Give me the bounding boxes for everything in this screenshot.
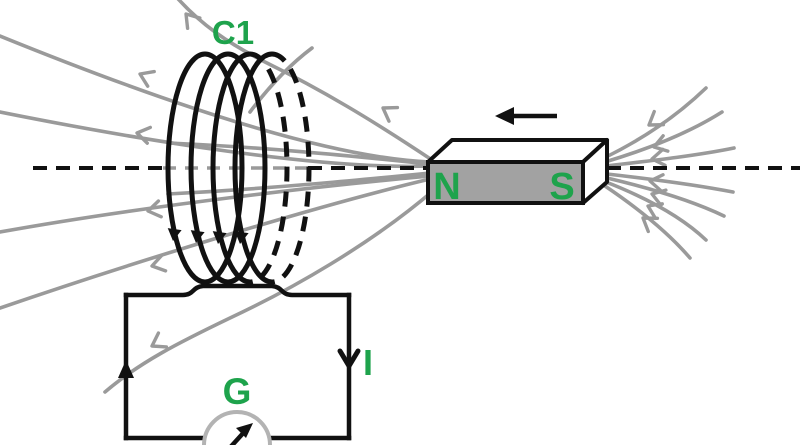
field-arrow-icon xyxy=(135,125,153,145)
field-line xyxy=(248,46,314,114)
field-arrow-icon xyxy=(648,173,665,193)
field-arrow-icon xyxy=(646,202,664,221)
field-arrow-icon xyxy=(650,147,667,167)
field-arrow-icon xyxy=(150,253,168,273)
galvanometer xyxy=(202,410,272,445)
current-arrow-up-icon xyxy=(118,360,134,378)
coil-current-arrow-icon xyxy=(167,228,249,244)
coil-label: C1 xyxy=(212,14,254,51)
bar-magnet: N S xyxy=(426,107,609,208)
field-line xyxy=(605,172,735,194)
magnet-motion-arrow-icon xyxy=(495,107,557,125)
field-arrow-icon xyxy=(146,199,163,219)
field-line xyxy=(0,177,432,310)
field-arrow-icon xyxy=(641,216,660,234)
coil xyxy=(165,51,312,285)
field-line xyxy=(176,0,434,162)
field-line xyxy=(603,110,724,164)
north-pole-label: N xyxy=(433,166,460,208)
field-arrow-icon xyxy=(381,105,400,123)
current-arrow-down-icon xyxy=(337,348,361,369)
field-line xyxy=(103,188,436,394)
field-arrow-icon xyxy=(138,69,156,88)
field-arrow-icon xyxy=(150,331,169,349)
galvanometer-label: G xyxy=(223,371,252,412)
field-line xyxy=(604,180,708,242)
south-pole-label: S xyxy=(549,166,574,208)
field-arrow-icon xyxy=(650,188,668,208)
field-lines xyxy=(0,0,736,394)
galvanometer-needle-icon xyxy=(229,423,253,445)
field-line xyxy=(166,171,432,196)
field-arrow-icon xyxy=(647,109,666,127)
field-line xyxy=(605,176,726,218)
field-arrowheads xyxy=(135,12,670,349)
field-line xyxy=(0,110,432,169)
current-label: I xyxy=(363,342,373,383)
field-arrow-icon xyxy=(184,12,202,31)
field-line xyxy=(604,146,736,168)
field-line xyxy=(166,141,432,166)
field-line xyxy=(603,184,692,260)
